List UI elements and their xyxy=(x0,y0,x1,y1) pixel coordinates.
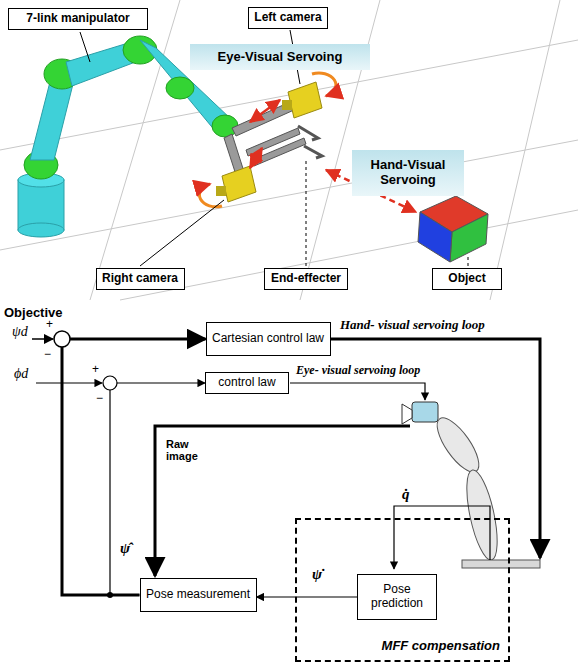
object-cube xyxy=(418,212,452,262)
robot-sketch xyxy=(402,404,412,424)
servo-arrows xyxy=(250,100,280,122)
signal-lines xyxy=(155,426,410,576)
sign-label: − xyxy=(44,348,51,361)
callout-box: End-effecter xyxy=(264,268,348,290)
robot-sketch xyxy=(430,412,486,478)
floor-grid xyxy=(90,0,180,300)
leader-lines xyxy=(80,32,90,62)
left-camera xyxy=(288,82,322,118)
process-box: control law xyxy=(205,372,289,394)
manipulator-arm xyxy=(18,223,64,237)
left-camera xyxy=(312,73,336,96)
node-text: Hand-Visual Servoing xyxy=(356,158,460,188)
compensation-region: MFF compensation Pose prediction xyxy=(295,518,510,662)
object-cube xyxy=(450,214,488,262)
sign-label: + xyxy=(46,318,53,331)
signal-connector xyxy=(257,596,358,597)
signal-lines xyxy=(36,382,102,383)
node-text: Object xyxy=(448,272,485,286)
loop-label: Eye- visual servoing loop xyxy=(296,364,420,377)
object-cube xyxy=(418,196,488,262)
servo-arrows xyxy=(250,148,262,168)
signal-lines xyxy=(290,383,425,400)
robot-sketch xyxy=(462,560,540,568)
floor-grid xyxy=(0,140,578,250)
leader-lines xyxy=(140,200,224,266)
callout-box: Left camera xyxy=(248,7,328,29)
node-text: Pose measurement xyxy=(146,588,250,602)
node-text: control law xyxy=(218,376,275,390)
end-effector xyxy=(298,126,322,158)
heading-label: Objective xyxy=(4,306,63,320)
leader-lines xyxy=(306,160,307,266)
end-effector xyxy=(224,102,322,181)
process-box: Pose measurement xyxy=(140,578,257,612)
signal-name: ψ̂ xyxy=(120,540,130,557)
robot-sketch xyxy=(412,402,438,422)
right-camera xyxy=(222,166,256,202)
signal-lines xyxy=(32,339,540,576)
leader-lines xyxy=(468,256,469,266)
signal-label: Raw image xyxy=(166,438,206,462)
signal-lines xyxy=(394,506,490,569)
signal-name: ψ̇ xyxy=(312,566,322,583)
process-box: Pose prediction xyxy=(357,574,437,620)
node-text: Right camera xyxy=(102,272,178,286)
sign-label: − xyxy=(96,392,103,405)
left-camera xyxy=(282,73,336,118)
summing-junction xyxy=(54,331,70,347)
signal-name: q̇ xyxy=(402,486,410,503)
node-text: 7-link manipulator xyxy=(26,12,129,26)
sign-label: + xyxy=(92,363,99,376)
node-text: Left camera xyxy=(254,11,321,25)
process-box: Cartesian control law xyxy=(206,322,331,356)
servoing-band: Hand-Visual Servoing xyxy=(352,150,464,196)
node-text: Cartesian control law xyxy=(212,332,324,346)
signal-connector xyxy=(62,339,206,595)
floor-grid xyxy=(120,210,578,300)
junction-dot xyxy=(107,592,113,598)
servoing-band: Eye-Visual Servoing xyxy=(190,44,370,70)
node-text: Pose prediction xyxy=(361,583,433,611)
leader-lines xyxy=(80,30,468,266)
signal-lines xyxy=(32,338,53,340)
summing-junction xyxy=(103,376,117,390)
robot-sketch xyxy=(461,468,504,563)
right-camera xyxy=(199,184,222,207)
node-text: End-effecter xyxy=(271,272,341,286)
callout-box: Object xyxy=(432,268,502,290)
callout-box: 7-link manipulator xyxy=(8,8,148,30)
manipulator-arm xyxy=(166,77,194,99)
node-text: MFF compensation xyxy=(382,639,500,654)
floor-grid xyxy=(0,0,578,300)
signal-name: ϕd xyxy=(14,366,28,381)
loop-label: Hand- visual servoing loop xyxy=(340,318,485,332)
signal-connector xyxy=(110,383,205,595)
right-camera xyxy=(216,186,226,196)
callout-box: Right camera xyxy=(96,268,185,290)
right-camera xyxy=(199,166,256,207)
robot-sketch xyxy=(402,402,540,568)
node-text: Eye-Visual Servoing xyxy=(218,50,343,65)
floor-grid xyxy=(490,0,560,300)
signal-name: ψd xyxy=(12,324,28,339)
manipulator-arm xyxy=(212,115,238,137)
left-camera xyxy=(282,100,292,110)
